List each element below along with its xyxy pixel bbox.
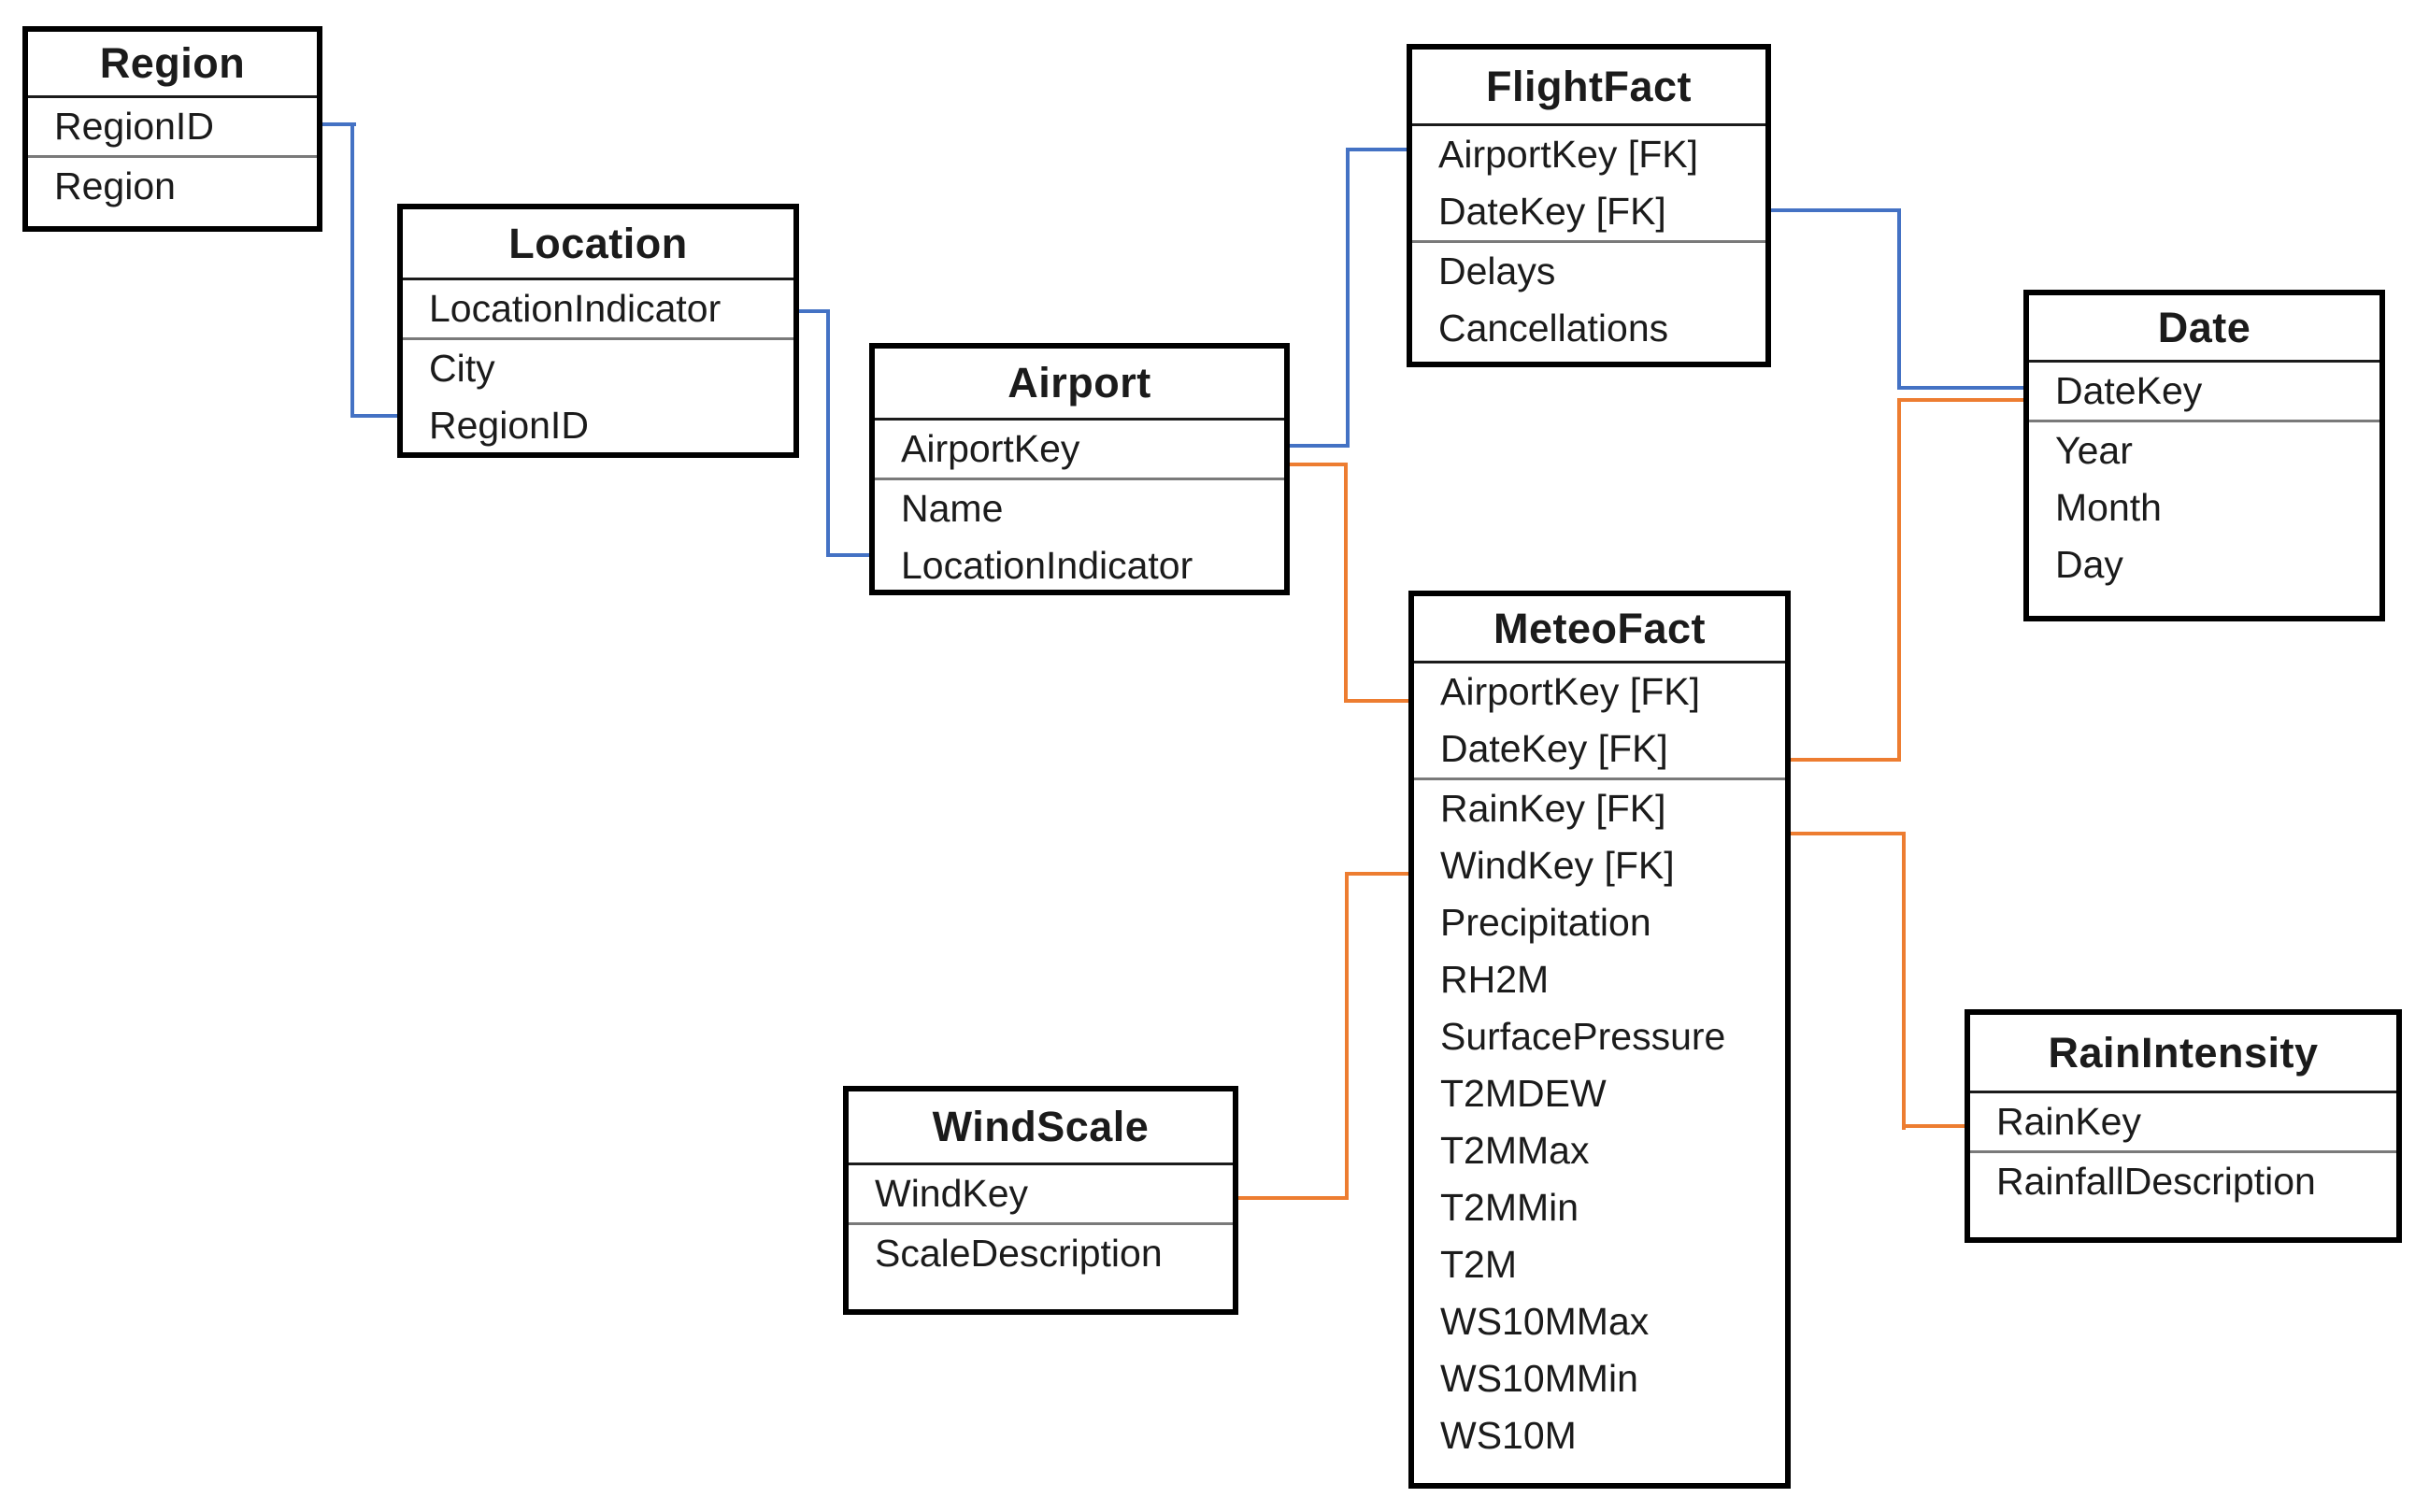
entity-rainintensity-key: RainKey xyxy=(1996,1100,2141,1143)
entity-date-attr: Year xyxy=(2055,429,2133,472)
rel-meteofact-date-segment xyxy=(1897,398,1901,762)
entity-rainintensity: RainIntensity RainKey RainfallDescriptio… xyxy=(1965,1009,2402,1243)
entity-location-attr: RegionID xyxy=(429,404,589,447)
rel-flightfact-date-segment xyxy=(1771,208,1901,212)
entity-region-attr: Region xyxy=(54,164,176,207)
entity-rainintensity-attr: RainfallDescription xyxy=(1996,1160,2316,1203)
entity-windscale-attr: ScaleDescription xyxy=(875,1232,1163,1275)
rel-flightfact-date-segment xyxy=(1897,386,2023,390)
key-separator xyxy=(1970,1150,2396,1153)
entity-windscale: WindScale WindKey ScaleDescription xyxy=(843,1086,1238,1315)
rel-windscale-meteofact-segment xyxy=(1238,1196,1349,1200)
entity-date-title: Date xyxy=(2029,295,2379,363)
entity-location-key: LocationIndicator xyxy=(429,287,722,330)
rel-region-location-segment xyxy=(350,414,397,418)
entity-date-attr: Month xyxy=(2055,486,2162,529)
entity-meteofact-key: AirportKey [FK] xyxy=(1440,670,1700,713)
key-separator xyxy=(403,337,793,340)
entity-flightfact-key: AirportKey [FK] xyxy=(1438,133,1698,176)
rel-meteofact-rainintensity-segment xyxy=(1902,1124,1965,1128)
entity-region: Region RegionID Region xyxy=(22,26,322,232)
entity-meteofact-attr: T2MMax xyxy=(1440,1129,1590,1172)
entity-airport-key: AirportKey xyxy=(901,427,1080,470)
entity-location-attr: City xyxy=(429,347,495,390)
entity-region-key: RegionID xyxy=(54,105,214,148)
entity-meteofact-attr: T2M xyxy=(1440,1243,1517,1286)
rel-region-location-segment xyxy=(322,122,356,126)
rel-location-airport-segment xyxy=(799,309,830,313)
entity-flightfact-attr: Delays xyxy=(1438,250,1556,292)
entity-windscale-key: WindKey xyxy=(875,1172,1029,1215)
entity-location: Location LocationIndicator City RegionID xyxy=(397,204,799,458)
rel-meteofact-date-segment xyxy=(1897,398,2023,402)
entity-date-key: DateKey xyxy=(2055,369,2203,412)
entity-region-title: Region xyxy=(28,32,317,98)
key-separator xyxy=(875,478,1284,480)
entity-meteofact-attr: Precipitation xyxy=(1440,901,1651,944)
rel-meteofact-date-segment xyxy=(1791,758,1901,762)
entity-airport-attr: Name xyxy=(901,487,1004,530)
key-separator xyxy=(2029,420,2379,422)
entity-date: Date DateKey Year Month Day xyxy=(2023,290,2385,621)
entity-flightfact-title: FlightFact xyxy=(1412,50,1765,126)
entity-meteofact-attr: WS10M xyxy=(1440,1414,1577,1457)
entity-airport-attr: LocationIndicator xyxy=(901,544,1193,587)
rel-location-airport-segment xyxy=(826,309,830,557)
entity-meteofact-attr: T2MMin xyxy=(1440,1186,1579,1229)
entity-date-attr: Day xyxy=(2055,543,2123,586)
entity-airport: Airport AirportKey Name LocationIndicato… xyxy=(869,343,1290,595)
entity-rainintensity-title: RainIntensity xyxy=(1970,1015,2396,1093)
rel-airport-meteofact-segment xyxy=(1290,463,1348,466)
entity-meteofact-attr: WS10MMin xyxy=(1440,1357,1638,1400)
key-separator xyxy=(1414,777,1785,780)
rel-airport-meteofact-segment xyxy=(1344,463,1348,703)
entity-meteofact-attr: RainKey [FK] xyxy=(1440,787,1666,830)
rel-airport-meteofact-segment xyxy=(1344,699,1408,703)
entity-meteofact-key: DateKey [FK] xyxy=(1440,727,1668,770)
entity-meteofact-attr: WindKey [FK] xyxy=(1440,844,1675,887)
entity-windscale-title: WindScale xyxy=(849,1091,1233,1165)
rel-flightfact-date-segment xyxy=(1897,208,1901,390)
key-separator xyxy=(849,1222,1233,1225)
entity-meteofact-title: MeteoFact xyxy=(1414,596,1785,663)
rel-region-location-segment xyxy=(350,122,354,418)
rel-windscale-meteofact-segment xyxy=(1345,872,1349,1200)
rel-meteofact-rainintensity-segment xyxy=(1791,832,1906,835)
entity-meteofact-attr: T2MDEW xyxy=(1440,1072,1607,1115)
entity-flightfact-key: DateKey [FK] xyxy=(1438,190,1666,233)
entity-meteofact-attr: WS10MMax xyxy=(1440,1300,1650,1343)
rel-windscale-meteofact-segment xyxy=(1345,872,1408,876)
entity-flightfact-attr: Cancellations xyxy=(1438,307,1669,349)
entity-meteofact-attr: RH2M xyxy=(1440,958,1550,1001)
entity-meteofact: MeteoFact AirportKey [FK] DateKey [FK] R… xyxy=(1408,591,1791,1489)
rel-location-airport-segment xyxy=(826,553,869,557)
rel-airport-flightfact-segment xyxy=(1290,444,1350,448)
rel-meteofact-rainintensity-segment xyxy=(1902,832,1906,1130)
entity-airport-title: Airport xyxy=(875,349,1284,421)
key-separator xyxy=(1412,240,1765,243)
entity-meteofact-attr: SurfacePressure xyxy=(1440,1015,1726,1058)
key-separator xyxy=(28,155,317,158)
rel-airport-flightfact-segment xyxy=(1346,148,1350,448)
entity-flightfact: FlightFact AirportKey [FK] DateKey [FK] … xyxy=(1407,44,1771,367)
rel-airport-flightfact-segment xyxy=(1346,148,1407,151)
entity-location-title: Location xyxy=(403,209,793,280)
